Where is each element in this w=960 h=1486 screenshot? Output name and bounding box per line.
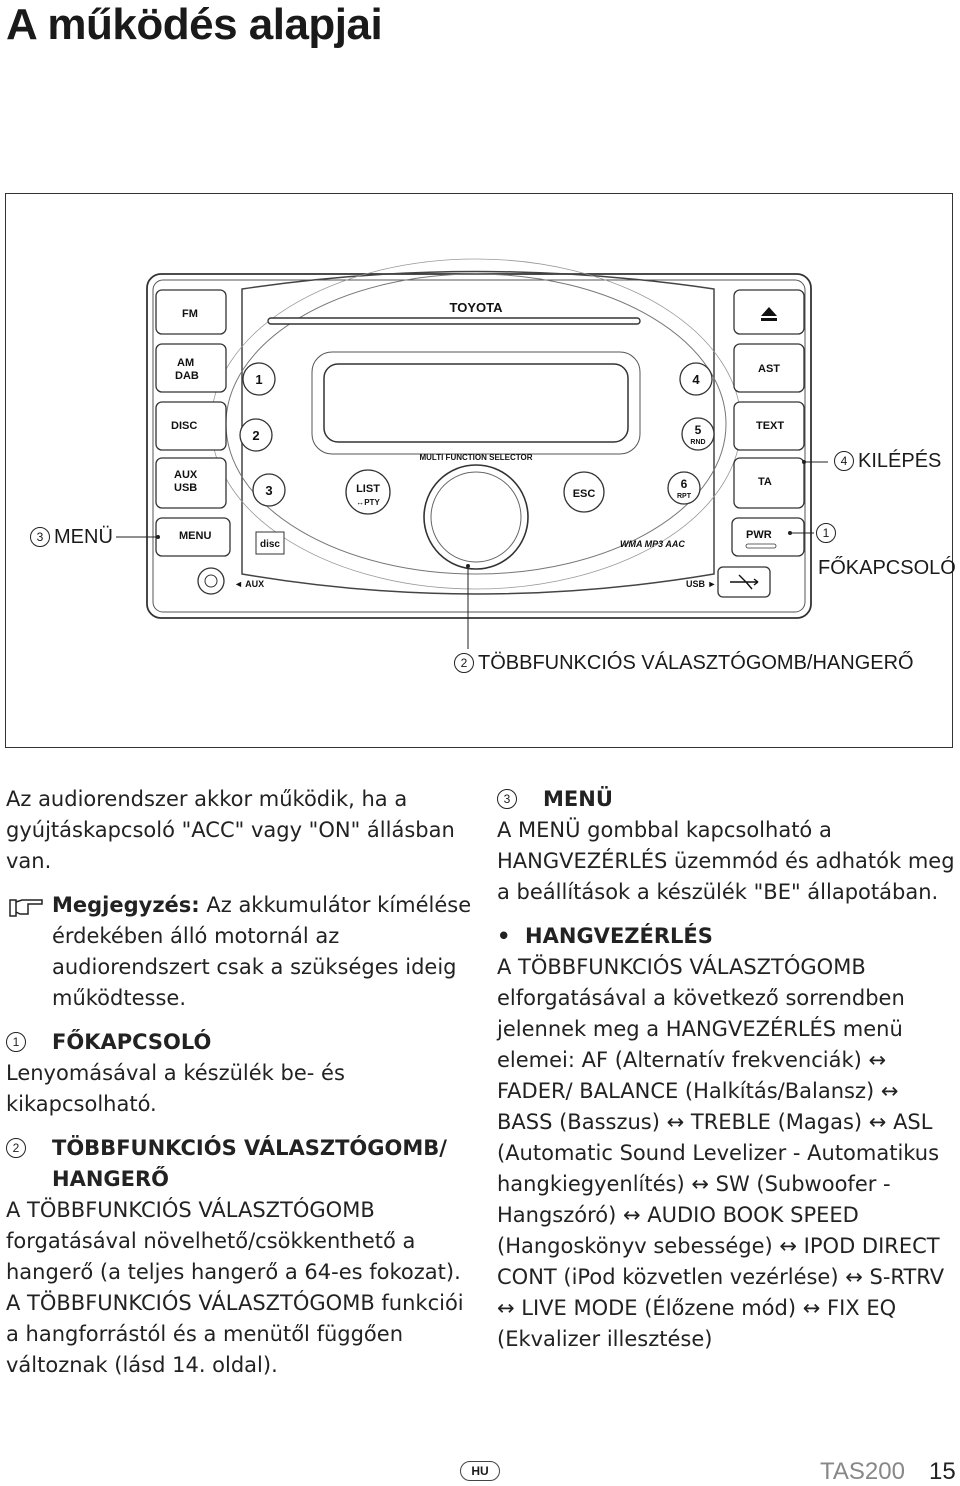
pointing-hand-icon xyxy=(9,899,43,917)
section-menu: 3 MENÜ A MENÜ gombbal kapcsolható a HANGV… xyxy=(497,784,957,908)
svg-text:1: 1 xyxy=(255,372,262,387)
svg-text:6: 6 xyxy=(681,477,688,491)
callout-number: 3 xyxy=(30,527,50,547)
callout-number: 4 xyxy=(834,451,854,471)
section-number: 3 xyxy=(497,789,517,809)
callout-fokapcsolo-num: 1 xyxy=(816,522,840,545)
note-paragraph: Megjegyzés: Az akkumulátor kímélése érde… xyxy=(6,890,476,1014)
section-text: A MENÜ gombbal kapcsolható a HANGVEZÉRLÉ… xyxy=(497,818,955,904)
brand-logo: TOYOTA xyxy=(450,300,504,315)
section-text: A TÖBBFUNKCIÓS VÁLASZTÓGOMB forgatásával… xyxy=(6,1198,461,1284)
svg-text:↔PTY: ↔PTY xyxy=(356,498,380,507)
text-button[interactable] xyxy=(733,401,805,451)
aux-usb-button[interactable] xyxy=(155,457,227,509)
usb-label: USB xyxy=(174,482,197,494)
svg-text:disc: disc xyxy=(260,539,280,550)
format-logos: WMA MP3 AAC xyxy=(620,539,685,549)
page-title: A működés alapjai xyxy=(6,0,383,49)
radio-illustration: TOYOTA FM AM DAB DISC AUX USB MENU disc … xyxy=(116,258,828,649)
am-label: AM xyxy=(177,357,194,369)
callout-fokapcsolo: FŐKAPCSOLÓ xyxy=(818,557,956,580)
section-text: Lenyomásával a készülék be- és kikapcsol… xyxy=(6,1061,345,1116)
language-badge: HU xyxy=(460,1461,500,1481)
disc-logo xyxy=(255,531,285,555)
aux-label: AUX xyxy=(174,469,198,481)
section-heading: TÖBBFUNKCIÓS VÁLASZTÓGOMB/ HANGERŐ xyxy=(52,1136,447,1191)
callout-number: 2 xyxy=(454,653,474,673)
callout-label: FŐKAPCSOLÓ xyxy=(818,557,956,579)
bullet-text: A TÖBBFUNKCIÓS VÁLASZTÓGOMB elforgatásáv… xyxy=(497,955,945,1351)
preset-4-button[interactable] xyxy=(679,362,713,396)
preset-6-button[interactable] xyxy=(667,471,701,505)
section-hangvezerles: • HANGVEZÉRLÉS A TÖBBFUNKCIÓS VÁLASZTÓGO… xyxy=(497,921,957,1355)
svg-text:ESC: ESC xyxy=(573,488,596,500)
section-fokapcsolo: 1 FŐKAPCSOLÓ Lenyomásával a készülék be- … xyxy=(6,1027,476,1120)
disc-button[interactable] xyxy=(155,401,227,451)
note-text: Az akkumulátor kímélése érdekében álló m… xyxy=(52,893,472,1010)
svg-text:◄ AUX: ◄ AUX xyxy=(234,579,264,589)
left-column: Az audiorendszer akkor működik, ha a gyú… xyxy=(6,784,476,1381)
preset-3-button[interactable] xyxy=(252,473,286,507)
menu-label: MENU xyxy=(179,530,211,542)
preset-5-button[interactable] xyxy=(681,417,715,451)
svg-text:4: 4 xyxy=(692,372,700,387)
callout-label: KILÉPÉS xyxy=(858,450,942,472)
svg-text:USB ►: USB ► xyxy=(686,579,716,589)
preset-1-button[interactable] xyxy=(242,362,276,396)
am-dab-button[interactable] xyxy=(155,343,227,393)
dab-label: DAB xyxy=(175,370,199,382)
model-name: TAS200 xyxy=(820,1458,905,1485)
section-text: A TÖBBFUNKCIÓS VÁLASZTÓGOMB funkciói a h… xyxy=(6,1291,464,1377)
svg-text:5: 5 xyxy=(695,423,702,437)
text-label: TEXT xyxy=(756,420,784,432)
ast-label: AST xyxy=(758,363,780,375)
note-label: Megjegyzés: xyxy=(52,893,200,917)
fm-button-label: FM xyxy=(182,308,198,320)
ta-button[interactable] xyxy=(733,457,805,509)
callout-label: MENÜ xyxy=(54,526,113,548)
esc-button[interactable] xyxy=(563,471,605,513)
section-number: 1 xyxy=(6,1032,26,1052)
list-button[interactable] xyxy=(345,469,391,515)
section-heading: MENÜ xyxy=(543,787,613,811)
multi-function-knob[interactable] xyxy=(423,464,529,570)
selector-label: MULTI FUNCTION SELECTOR xyxy=(419,453,532,462)
pwr-label: PWR xyxy=(746,529,772,541)
section-heading: FŐKAPCSOLÓ xyxy=(52,1030,212,1054)
svg-text:3: 3 xyxy=(265,483,272,498)
preset-2-button[interactable] xyxy=(239,418,273,452)
ta-label: TA xyxy=(758,476,772,488)
usb-icon xyxy=(730,574,759,590)
page-number: 15 xyxy=(929,1458,956,1485)
section-number: 2 xyxy=(6,1138,26,1158)
svg-text:RPT: RPT xyxy=(677,493,692,500)
intro-text: Az audiorendszer akkor működik, ha a gyú… xyxy=(6,787,455,873)
bullet-heading: • HANGVEZÉRLÉS xyxy=(497,924,713,948)
callout-number: 1 xyxy=(816,523,836,543)
svg-text:LIST: LIST xyxy=(356,483,380,495)
right-column: 3 MENÜ A MENÜ gombbal kapcsolható a HANGV… xyxy=(497,784,957,1355)
disc-label: DISC xyxy=(171,420,197,432)
eject-icon xyxy=(761,307,777,316)
svg-text:2: 2 xyxy=(252,428,259,443)
svg-text:RND: RND xyxy=(690,439,705,446)
ast-button[interactable] xyxy=(733,343,805,393)
radio-figure: TOYOTA FM AM DAB DISC AUX USB MENU disc … xyxy=(5,193,956,748)
section-selector: 2 TÖBBFUNKCIÓS VÁLASZTÓGOMB/ HANGERŐ A TÖ… xyxy=(6,1133,476,1381)
fm-button[interactable] xyxy=(155,289,227,335)
callout-label: TÖBBFUNKCIÓS VÁLASZTÓGOMB/HANGERŐ xyxy=(478,652,914,674)
display-screen xyxy=(323,363,629,443)
